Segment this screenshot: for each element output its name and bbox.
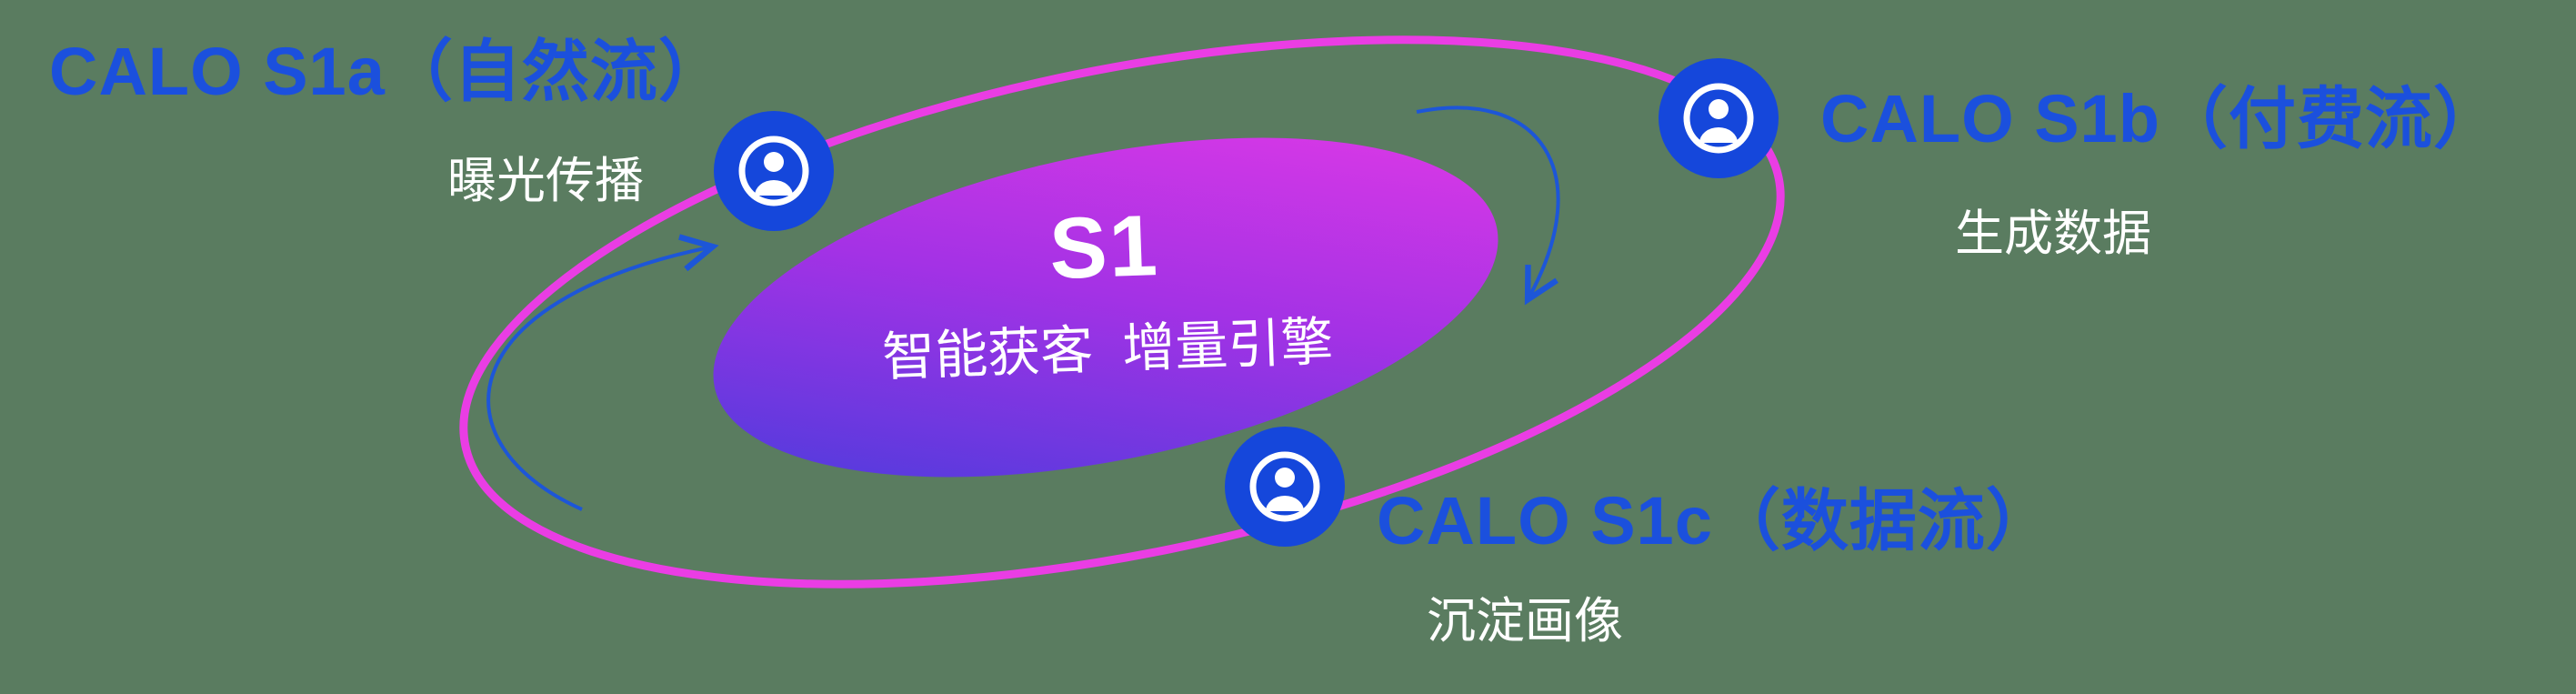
node-s1a-subtitle: 曝光传播 (447, 154, 644, 208)
node-s1c-subtitle: 沉淀画像 (1427, 594, 1623, 649)
node-s1a-title: CALO S1a（自然流） (49, 34, 727, 109)
core-ellipse (713, 137, 1498, 478)
node-s1a (714, 111, 834, 231)
person-circle-icon (738, 136, 809, 206)
node-s1c (1225, 427, 1345, 547)
orbit-ring (459, 35, 1785, 588)
person-circle-icon (1683, 83, 1754, 154)
node-s1b (1659, 58, 1779, 178)
flow-arrow-left (486, 234, 719, 511)
node-s1b-subtitle: 生成数据 (1955, 206, 2151, 261)
flow-arrow-right (1416, 106, 1560, 306)
person-circle-icon (1249, 451, 1320, 522)
core-label-group: S1 智能获客 增量引擎 (757, 186, 1455, 395)
node-s1c-title: CALO S1c（数据流） (1377, 483, 2054, 558)
node-s1b-title: CALO S1b（付费流） (1820, 81, 2501, 156)
